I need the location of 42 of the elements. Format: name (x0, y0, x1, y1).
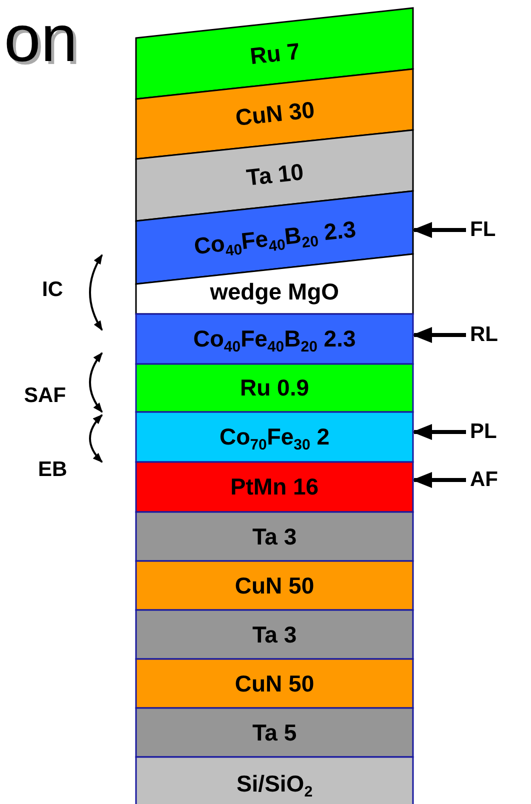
layer-band (136, 130, 413, 221)
arrow (412, 424, 466, 440)
layer-label: Ta 5 (252, 719, 297, 746)
layer-tag: RL (470, 323, 498, 347)
layer-band (136, 412, 413, 462)
layer-label: Ru 0.9 (240, 374, 310, 402)
layer-label: Si/SiO$_{2}$ (236, 770, 313, 797)
layer-band (136, 191, 413, 284)
layer-label: Ta 3 (252, 621, 297, 648)
layer-band (136, 512, 413, 561)
layer-band (136, 314, 413, 364)
layer-label: Ta 10 (244, 158, 304, 192)
layer-label: Ru 7 (248, 37, 301, 70)
layer-label: CuN 50 (234, 572, 314, 599)
layer-band (136, 254, 413, 314)
layer-label: Co$_{70}$Fe$_{30}$ 2 (219, 424, 330, 450)
coupling-label: EB (38, 458, 68, 482)
layer-label: Co$_{40}$Fe$_{40}$B$_{20}$ 2.3 (192, 215, 357, 260)
layer-band (136, 462, 413, 512)
layer-tag: AF (470, 468, 498, 492)
layer-label: wedge MgO (210, 278, 340, 305)
arrow (412, 472, 466, 488)
layer-band (136, 69, 413, 159)
arrow (412, 222, 466, 238)
layer-label: Ta 3 (252, 523, 297, 550)
layer-tag: PL (470, 420, 497, 444)
title: on (4, 0, 78, 76)
layer-band (136, 708, 413, 757)
layer-band (136, 8, 413, 99)
layer-band (136, 610, 413, 659)
arrow (412, 327, 466, 343)
layer-band (136, 659, 413, 708)
coupling-label: IC (42, 278, 63, 302)
layer-tag: FL (470, 218, 496, 242)
layer-label: CuN 30 (234, 96, 316, 132)
layer-label: CuN 50 (234, 670, 314, 697)
layer-band (136, 364, 413, 412)
layer-band (136, 757, 413, 804)
layer-label: PtMn 16 (230, 474, 319, 500)
coupling-label: SAF (24, 384, 66, 408)
layer-label: Co$_{40}$Fe$_{40}$B$_{20}$ 2.3 (193, 326, 356, 352)
layer-band (136, 561, 413, 610)
